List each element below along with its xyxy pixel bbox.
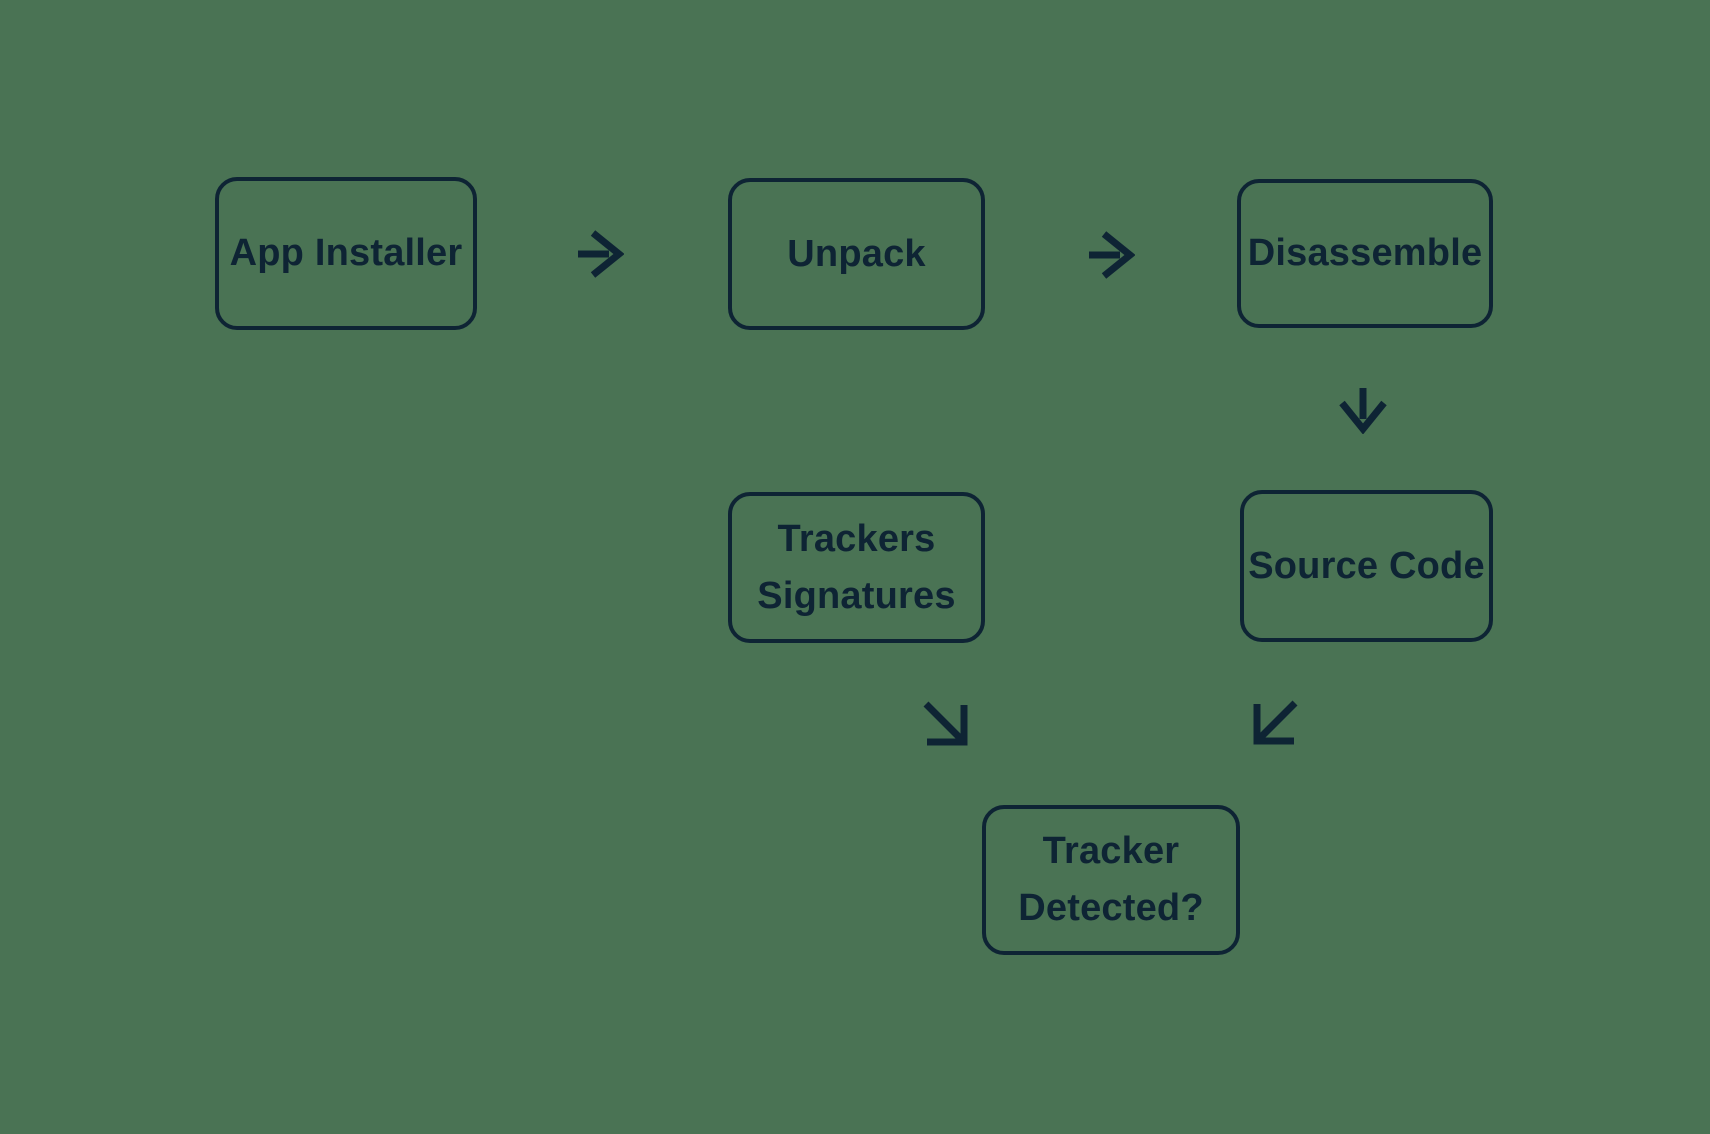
- node-disassemble: Disassemble: [1237, 179, 1493, 328]
- arrow-right-icon: [576, 229, 624, 279]
- node-label-line: Tracker: [1042, 830, 1180, 872]
- node-app-installer: App Installer: [215, 177, 477, 330]
- arrow-down-icon: [1338, 386, 1388, 434]
- node-label-line: Detected?: [1018, 887, 1204, 929]
- arrow-down-right-icon: [920, 698, 970, 748]
- arrow-right-icon: [1087, 230, 1135, 280]
- node-label: Disassemble: [1247, 232, 1483, 274]
- node-trackers-signatures: Trackers Signatures: [728, 492, 985, 643]
- node-label-line: Trackers: [777, 517, 936, 560]
- node-source-code: Source Code: [1240, 490, 1493, 642]
- node-label: App Installer: [229, 232, 463, 274]
- node-label: Source Code: [1248, 544, 1485, 587]
- node-label: Unpack: [787, 232, 926, 275]
- node-label-line: Signatures: [757, 574, 956, 617]
- node-unpack: Unpack: [728, 178, 985, 330]
- arrow-down-left-icon: [1251, 697, 1301, 747]
- node-tracker-detected: Tracker Detected?: [982, 805, 1240, 955]
